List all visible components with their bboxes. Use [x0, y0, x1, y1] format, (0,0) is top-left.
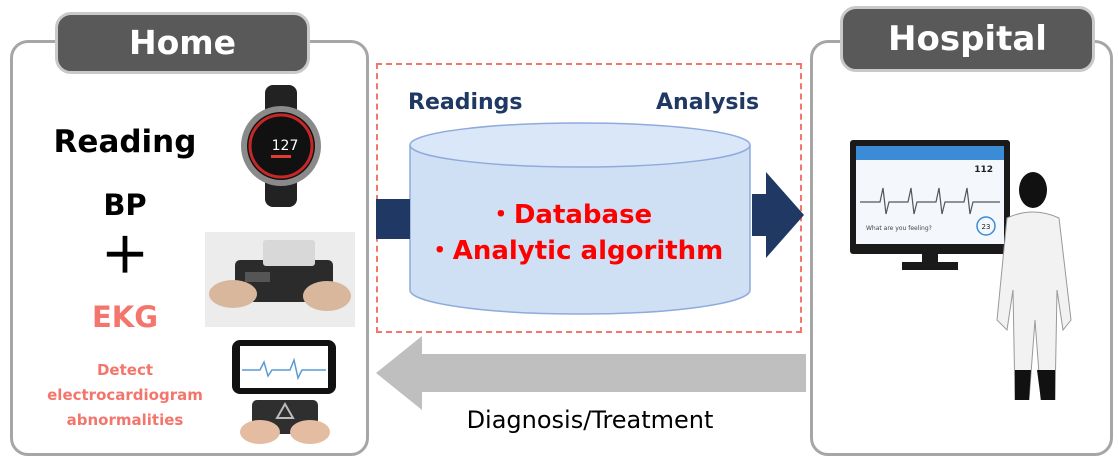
home-title: Home — [128, 23, 237, 62]
monitor-score: 23 — [982, 223, 991, 231]
hospital-tab: Hospital — [840, 6, 1095, 72]
monitor-prompt: What are you feeling? — [866, 225, 932, 232]
bp-monitor-image — [205, 232, 355, 327]
cloud-analysis-box — [376, 63, 802, 333]
plus-sign: ＋ — [100, 228, 149, 284]
detect-line-2: electrocardiogram — [47, 386, 203, 404]
diagnosis-arrow — [376, 336, 806, 410]
reading-label: Reading — [53, 124, 197, 160]
monitor-image: 112 What are you feeling? 23 — [850, 140, 1010, 270]
doctor-silhouette — [996, 172, 1072, 400]
readings-label: Readings — [408, 90, 523, 115]
detect-line-1: Detect — [96, 361, 154, 379]
diagnosis-label: Diagnosis/Treatment — [466, 406, 714, 434]
hospital-title: Hospital — [888, 19, 1047, 59]
watch-value: 127 — [272, 138, 299, 154]
detect-line-3: abnormalities — [66, 411, 184, 429]
smartwatch-image: 127 — [241, 85, 321, 207]
data-flow-arrow-left — [376, 199, 410, 239]
monitor-heart-rate: 112 — [974, 165, 993, 175]
database-item: ・Database — [487, 200, 653, 230]
algorithm-item: ・Analytic algorithm — [426, 236, 724, 266]
bp-label: BP — [103, 188, 147, 222]
ekg-label: EKG — [91, 300, 159, 334]
database-cylinder — [409, 122, 751, 315]
detect-text: Detect electrocardiogram abnormalities — [20, 358, 230, 433]
data-flow-arrow-right — [752, 172, 804, 258]
home-tab: Home — [55, 12, 310, 74]
analysis-label: Analysis — [656, 90, 760, 115]
ekg-device-image — [232, 340, 336, 444]
